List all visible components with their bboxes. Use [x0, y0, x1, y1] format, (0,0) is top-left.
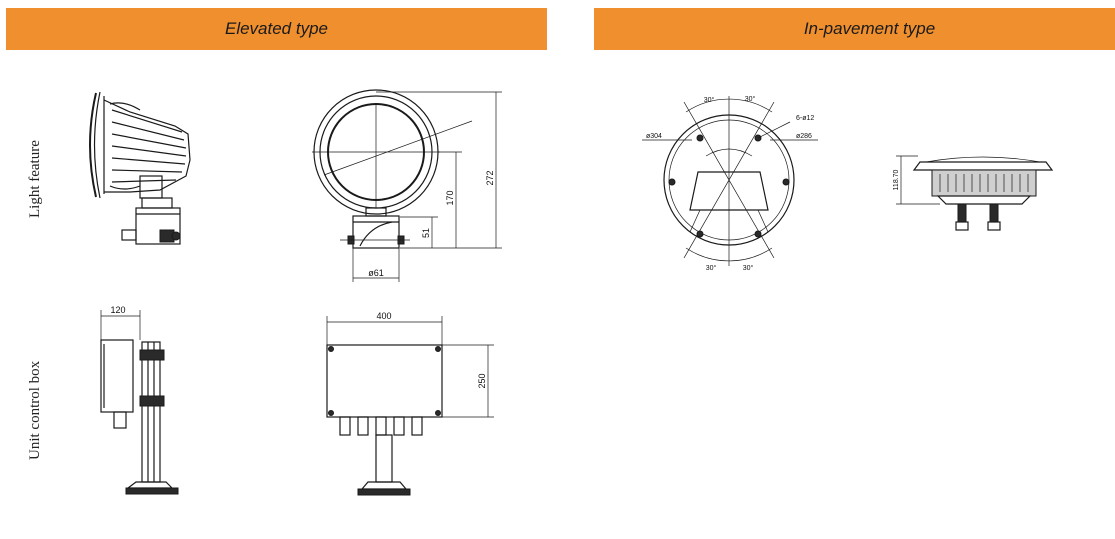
dim-250: 250 — [477, 373, 487, 388]
control-box-front-view — [326, 316, 494, 496]
dim-120: 120 — [110, 305, 125, 315]
elevated-type-header: Elevated type — [6, 8, 547, 50]
in-pavement-type-title: In-pavement type — [803, 19, 936, 38]
dim-400: 400 — [376, 311, 391, 321]
angle-bottom-right: 30° — [743, 264, 754, 272]
in-pavement-side-view — [896, 155, 1054, 231]
inner-diameter: ø286 — [796, 133, 812, 140]
dim-51: 51 — [421, 228, 431, 238]
dim-61: ø61 — [368, 268, 384, 278]
control-box-side-view — [100, 310, 179, 495]
angle-top-right: 30° — [745, 95, 756, 103]
angle-bottom-left: 30° — [706, 264, 717, 272]
elevated-type-title: Elevated type — [224, 19, 328, 38]
in-pavement-type-header: In-pavement type — [594, 8, 1115, 50]
outer-diameter: ø304 — [646, 133, 662, 140]
angle-top-left: 30° — [704, 96, 715, 104]
holes-spec: 6-ø12 — [796, 115, 814, 122]
in-pavement-top-view — [642, 96, 818, 266]
elevated-light-front-view — [312, 89, 502, 282]
dim-170: 170 — [445, 190, 455, 205]
side-height: 118.70 — [893, 169, 900, 190]
elevated-light-side-view — [89, 91, 191, 245]
dim-272: 272 — [485, 170, 495, 185]
